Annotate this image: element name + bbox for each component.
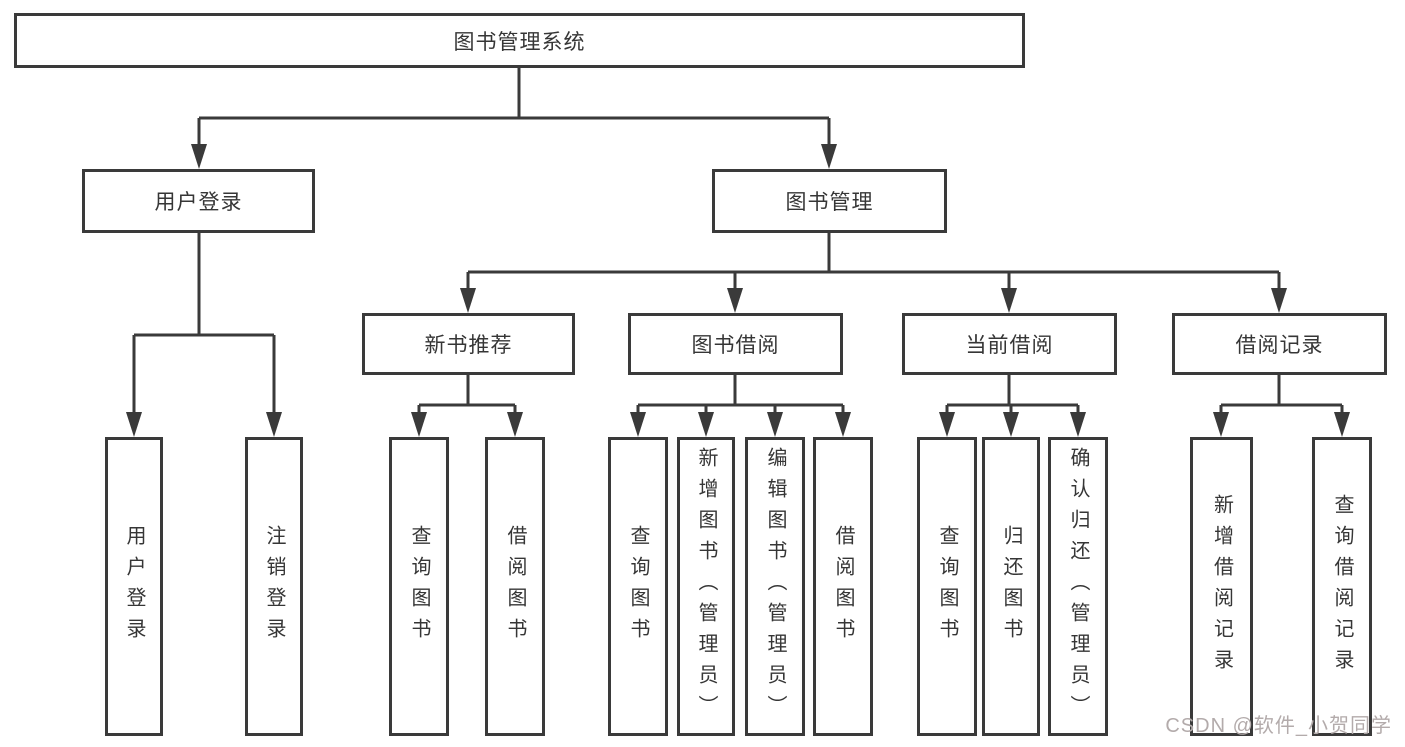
arrowhead-icon — [1271, 288, 1287, 313]
leaf-query-books-recommend: 查询图书 — [389, 437, 449, 736]
arrowhead-icon — [507, 412, 523, 437]
node-book-borrowing: 图书借阅 — [628, 313, 843, 375]
leaf-add-books-admin: 新增图书（管理员） — [677, 437, 735, 736]
arrowhead-icon — [821, 144, 837, 169]
arrowhead-icon — [630, 412, 646, 437]
leaf-query-books-current: 查询图书 — [917, 437, 977, 736]
arrowhead-icon — [1334, 412, 1350, 437]
node-book-management: 图书管理 — [712, 169, 947, 233]
leaf-borrow-books: 借阅图书 — [813, 437, 873, 736]
leaf-edit-books-admin: 编辑图书（管理员） — [745, 437, 805, 736]
leaf-query-borrow-record: 查询借阅记录 — [1312, 437, 1372, 736]
arrowhead-icon — [460, 288, 476, 313]
arrowhead-icon — [126, 412, 142, 437]
arrowhead-icon — [1070, 412, 1086, 437]
leaf-return-books: 归还图书 — [982, 437, 1040, 736]
leaf-query-books-borrowing: 查询图书 — [608, 437, 668, 736]
arrowhead-icon — [1213, 412, 1229, 437]
arrowhead-icon — [727, 288, 743, 313]
leaf-logout: 注销登录 — [245, 437, 303, 736]
leaf-add-borrow-record: 新增借阅记录 — [1190, 437, 1253, 736]
leaf-user-login: 用户登录 — [105, 437, 163, 736]
node-user-login: 用户登录 — [82, 169, 315, 233]
arrowhead-icon — [191, 144, 207, 169]
leaf-confirm-return-admin: 确认归还（管理员） — [1048, 437, 1108, 736]
node-root-system: 图书管理系统 — [14, 13, 1025, 68]
arrowhead-icon — [1001, 288, 1017, 313]
node-current-borrowing: 当前借阅 — [902, 313, 1117, 375]
arrowhead-icon — [1003, 412, 1019, 437]
node-new-book-recommendation: 新书推荐 — [362, 313, 575, 375]
arrowhead-icon — [767, 412, 783, 437]
arrowhead-icon — [411, 412, 427, 437]
csdn-watermark: CSDN @软件_小贺同学 — [1165, 715, 1392, 737]
leaf-borrow-books-recommend: 借阅图书 — [485, 437, 545, 736]
arrowhead-icon — [266, 412, 282, 437]
tree-edges — [132, 68, 1344, 417]
node-borrowing-records: 借阅记录 — [1172, 313, 1387, 375]
arrowhead-icon — [835, 412, 851, 437]
arrowhead-icon — [698, 412, 714, 437]
arrowhead-icon — [939, 412, 955, 437]
